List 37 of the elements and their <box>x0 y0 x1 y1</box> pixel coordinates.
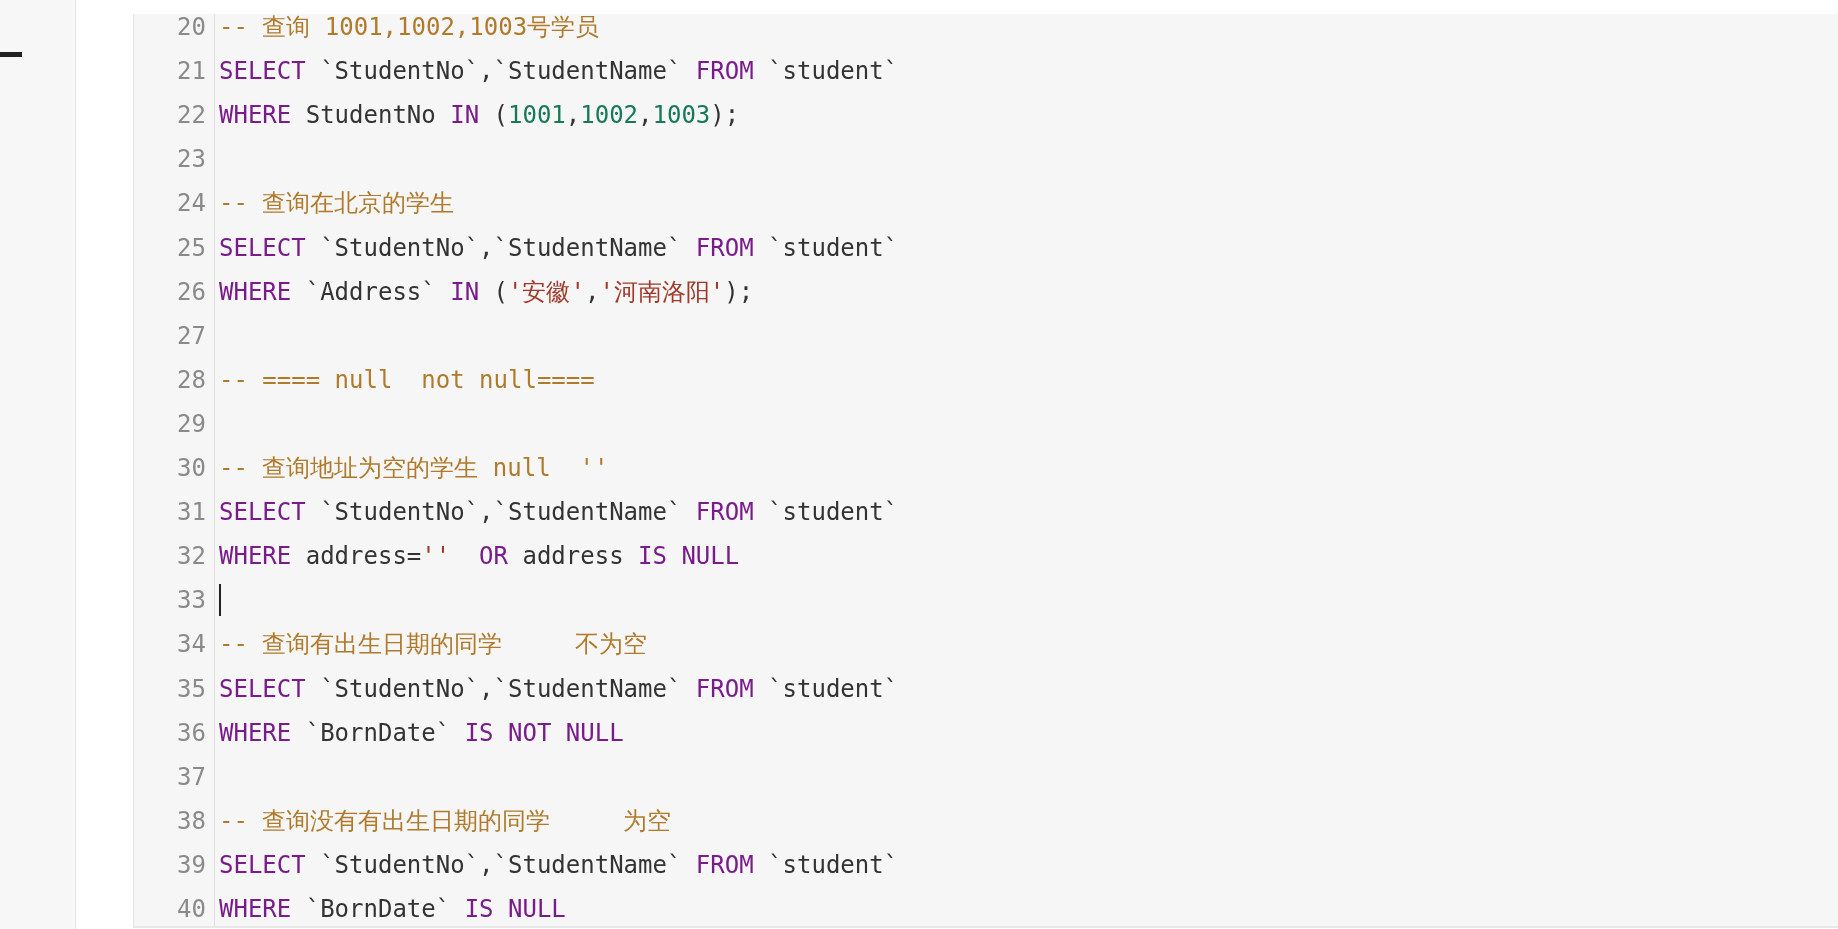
code-line: SELECT `StudentNo`,`StudentName` FROM `student` <box>219 56 899 87</box>
line-number: 39 <box>176 849 206 880</box>
code-line: WHERE `BornDate` IS NOT NULL <box>219 717 624 748</box>
code-line: SELECT `StudentNo`,`StudentName` FROM `student` <box>219 232 899 263</box>
line-number: 28 <box>176 364 206 395</box>
line-number: 33 <box>176 585 206 616</box>
line-number: 32 <box>176 541 206 572</box>
code-comment: -- 查询地址为空的学生 null '' <box>219 453 609 483</box>
code-comment: -- 查询没有有出生日期的同学 为空 <box>219 805 671 836</box>
line-number: 31 <box>176 497 206 528</box>
code-comment: -- 查询在北京的学生 <box>219 188 455 219</box>
line-number: 23 <box>176 144 206 175</box>
line-number: 21 <box>176 56 206 87</box>
line-number: 27 <box>176 320 206 351</box>
line-number: 36 <box>176 717 206 748</box>
code-comment: -- 查询 1001,1002,1003号学员 <box>219 14 600 42</box>
code-line: SELECT `StudentNo`,`StudentName` FROM `student` <box>219 497 899 528</box>
code-line: WHERE `BornDate` IS NULL <box>219 894 566 924</box>
code-comment: -- ==== null not null==== <box>219 364 595 395</box>
code-line: WHERE address='' OR address IS NULL <box>219 541 740 572</box>
code-line: WHERE `Address` IN ('安徽','河南洛阳'); <box>219 276 754 307</box>
line-number: 40 <box>176 894 206 924</box>
line-number: 34 <box>176 629 206 660</box>
line-number: 25 <box>176 232 206 263</box>
code-line: WHERE StudentNo IN (1001,1002,1003); <box>219 100 740 131</box>
line-number: 37 <box>176 761 206 792</box>
code-comment: -- 查询有出生日期的同学 不为空 <box>219 629 647 660</box>
line-number: 26 <box>176 276 206 307</box>
line-number: 38 <box>176 805 206 836</box>
line-number: 22 <box>176 100 206 131</box>
line-number: 24 <box>176 188 206 219</box>
line-number: 30 <box>176 453 206 483</box>
line-number: 20 <box>176 14 206 42</box>
code-line: SELECT `StudentNo`,`StudentName` FROM `student` <box>219 673 899 704</box>
code-line: SELECT `StudentNo`,`StudentName` FROM `student` <box>219 849 899 880</box>
line-number: 35 <box>176 673 206 704</box>
line-number: 29 <box>176 408 206 439</box>
